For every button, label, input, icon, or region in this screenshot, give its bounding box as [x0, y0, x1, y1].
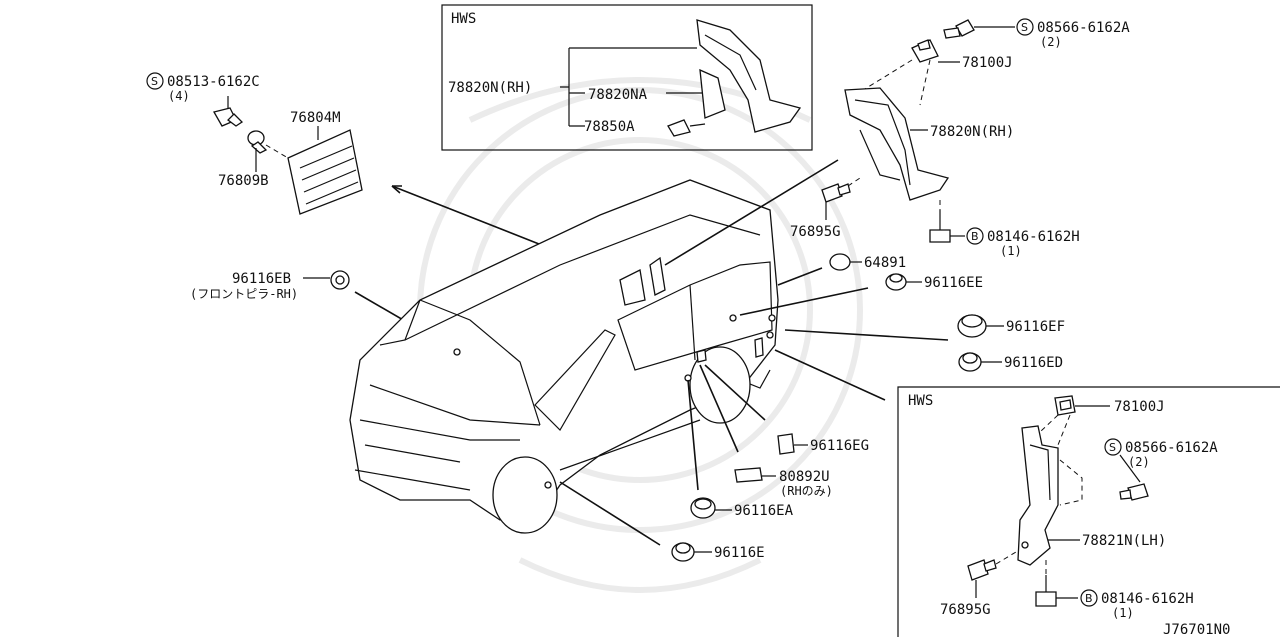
screw-symbol-top-right-text: S — [1021, 21, 1028, 34]
label-76895g-bottom: 76895G — [940, 602, 991, 618]
label-08146-bottom-qty: (1) — [1112, 606, 1134, 620]
label-80892u: 80892U — [779, 469, 830, 485]
hws-box-bottom: HWS 78100J S 08566-6162A (2) 78821N(LH) — [897, 386, 1280, 637]
grommet-96116e-icon — [671, 542, 695, 562]
leader-arrow-96116ef — [784, 329, 949, 341]
grommet-96116ea-icon — [690, 497, 716, 519]
label-96116ef: 96116EF — [1006, 319, 1065, 335]
screw-symbol-top-right-icon — [1016, 18, 1034, 36]
diagram-code: J76701N0 — [1163, 622, 1230, 638]
label-96116eg: 96116EG — [810, 438, 869, 454]
label-78820n-rh-right: 78820N(RH) — [930, 124, 1014, 140]
clip-78100j-bottom-icon — [1054, 395, 1076, 416]
part-group-96116eb: 96116EB (フロントピラ-RH) — [190, 270, 456, 351]
label-64891: 64891 — [864, 255, 906, 271]
vent-grille-76804m-icon — [287, 129, 363, 215]
leader-arrow-96116e — [559, 481, 661, 546]
label-08146-6162h-top: 08146-6162H — [987, 229, 1080, 245]
grommet-96116ee-icon — [885, 273, 907, 291]
part-group-top-right: S 08566-6162A (2) 78100J 78820N(RH) 7689… — [790, 18, 1130, 258]
bracket-78820n-top-icon — [696, 19, 802, 133]
bracket-78820n-right-icon — [844, 87, 950, 201]
bolt-symbol-bottom-icon — [1080, 589, 1098, 607]
grommet-96116ef-icon — [957, 314, 987, 338]
roof-vent-icon — [619, 256, 666, 306]
screw-08566-top-icon — [943, 19, 975, 39]
clip-76895g-top-icon — [821, 183, 851, 203]
plug-64891-icon — [829, 253, 851, 271]
clip-78850a-icon — [667, 119, 706, 137]
label-96116ee: 96116EE — [924, 275, 983, 291]
bolt-symbol-top-text: B — [971, 230, 979, 243]
hws-title-top: HWS — [451, 11, 476, 27]
screw-symbol-bottom-icon — [1104, 438, 1122, 456]
bolt-symbol-bottom-text: B — [1085, 592, 1093, 605]
label-plate-80892u-icon — [734, 467, 763, 483]
label-08513-qty: (4) — [168, 89, 190, 103]
leader-arrow-hws-bottom — [774, 349, 886, 401]
bracket-78821n-icon — [1017, 425, 1059, 566]
leader-arrow-64891 — [777, 267, 823, 286]
label-08566-top-qty: (2) — [1040, 35, 1062, 49]
label-08146-top-qty: (1) — [1000, 244, 1022, 258]
part-group-right-middle: 64891 96116EE 96116EF 96116ED — [829, 253, 1065, 372]
label-08566-bottom-qty: (2) — [1128, 455, 1150, 469]
bolt-08146-bottom-icon — [1035, 575, 1057, 607]
label-76804m: 76804M — [290, 110, 341, 126]
label-96116ea: 96116EA — [734, 503, 794, 519]
label-96116eb: 96116EB — [232, 271, 291, 287]
leader-arrow-96116ee — [739, 287, 869, 316]
label-08566-6162a-top: 08566-6162A — [1037, 20, 1130, 36]
label-78821n-lh: 78821N(LH) — [1082, 533, 1166, 549]
van-body-drawing — [349, 179, 779, 534]
leader-arrow-80892u — [699, 364, 739, 453]
label-76809b: 76809B — [218, 173, 269, 189]
label-78820n-rh-top: 78820N(RH) — [448, 80, 532, 96]
part-group-top-left: S 08513-6162C (4) 76809B 76804M — [146, 72, 616, 275]
label-08566-6162a-bottom: 08566-6162A — [1125, 440, 1218, 456]
label-96116ed: 96116ED — [1004, 355, 1063, 371]
hws-box-top: HWS 78820N(RH) 78820NA 78850A — [441, 4, 813, 151]
bolt-symbol-top-icon — [966, 227, 984, 245]
leader-arrow-78820n — [664, 159, 839, 266]
label-80892u-note: (RHのみ) — [780, 484, 833, 498]
leader-arrow-96116ea — [687, 379, 699, 491]
screw-08513-icon — [213, 107, 244, 127]
hws-title-bottom: HWS — [908, 393, 933, 409]
screw-symbol-icon — [146, 72, 164, 90]
clip-76895g-bottom-icon — [967, 559, 997, 581]
clip-78100j-top-icon — [911, 39, 939, 63]
label-96116eb-note: (フロントピラ-RH) — [190, 287, 298, 301]
screw-symbol-bottom-text: S — [1109, 441, 1116, 454]
label-78850a: 78850A — [584, 119, 635, 135]
screw-symbol-text: S — [151, 75, 158, 88]
grommet-96116eb-icon — [330, 270, 350, 290]
label-08513-6162c: 08513-6162C — [167, 74, 260, 90]
label-08146-6162h-bottom: 08146-6162H — [1101, 591, 1194, 607]
bolt-08146-top-icon — [929, 210, 951, 243]
label-78100j-bottom: 78100J — [1114, 399, 1165, 415]
grommet-76809b-icon — [247, 130, 268, 154]
label-76895g-top: 76895G — [790, 224, 841, 240]
grommet-96116ed-icon — [958, 352, 982, 372]
label-96116e: 96116E — [714, 545, 765, 561]
leader-arrow-96116eg — [704, 364, 766, 421]
label-78100j-top: 78100J — [962, 55, 1013, 71]
label-78820na: 78820NA — [588, 87, 648, 103]
part-group-bottom-center: 96116EG 80892U (RHのみ) 96116EA 96116E — [671, 433, 869, 562]
screw-08566-bottom-icon — [1119, 483, 1149, 501]
pad-96116eg-icon — [777, 433, 795, 455]
